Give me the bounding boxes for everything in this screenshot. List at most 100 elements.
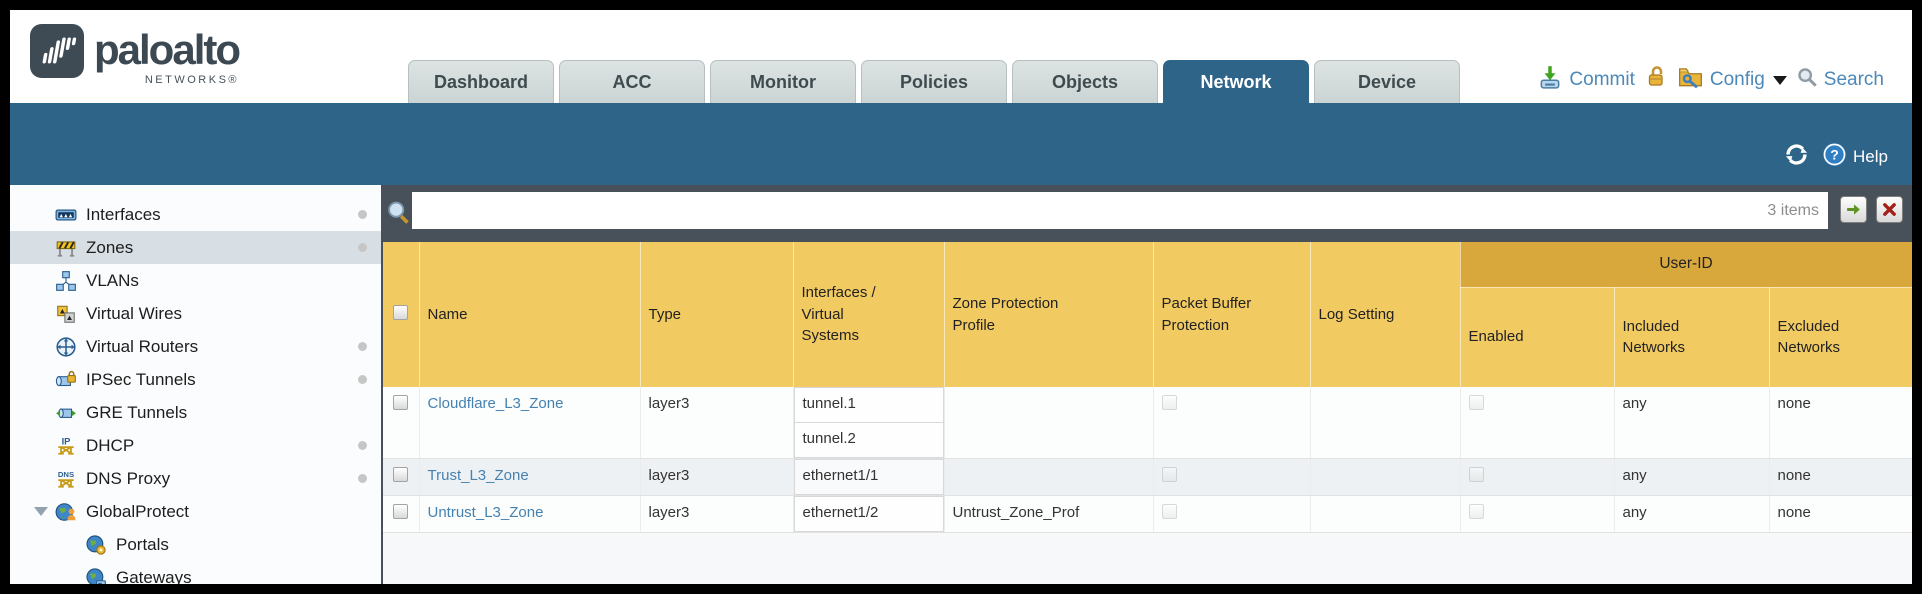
sidebar-item-virtual-routers[interactable]: Virtual Routers [10,330,381,363]
commit-label[interactable]: Commit [1569,69,1635,90]
filter-input-wrap: 3 items [412,192,1828,229]
sidebar-item-label: Portals [116,534,169,554]
sidebar-item-label: GRE Tunnels [86,402,188,422]
log-setting-cell [1310,387,1461,459]
help-label[interactable]: Help [1853,147,1888,166]
config-menu-button[interactable]: Config [1677,64,1787,96]
col-header-included-networks[interactable]: Included Networks [1614,287,1770,387]
apply-filter-button[interactable] [1840,196,1867,223]
zone-name-link[interactable]: Untrust_L3_Zone [427,504,544,521]
col-header-name[interactable]: Name [419,242,641,387]
user-id-enabled-checkbox[interactable] [1468,467,1484,482]
zone-name-link[interactable]: Trust_L3_Zone [427,467,529,484]
packet-buffer-protection-checkbox[interactable] [1161,504,1177,519]
packet-buffer-protection-checkbox[interactable] [1161,467,1177,482]
ipsec-tunnels-icon [54,369,78,391]
tab-network[interactable]: Network [1163,60,1309,103]
status-dot [358,210,367,219]
green-arrow-icon [1847,204,1860,215]
sidebar-item-gre-tunnels[interactable]: GRE Tunnels [10,396,381,429]
col-header-packet-buffer[interactable]: Packet Buffer Protection [1153,242,1311,387]
interface-entry: tunnel.2 [793,422,944,458]
status-dot [358,441,367,450]
logo-wordmark: paloalto [94,26,241,73]
sidebar-item-virtual-wires[interactable]: Virtual Wires [10,297,381,330]
sidebar-item-ipsec-tunnels[interactable]: IPSec Tunnels [10,363,381,396]
row-select-checkbox[interactable] [393,395,409,410]
sidebar-item-vlans[interactable]: VLANs [10,264,381,297]
log-setting-cell [1310,495,1461,533]
sidebar-item-gateways[interactable]: Gateways [10,561,381,584]
filter-search-icon [386,200,411,230]
tab-dashboard[interactable]: Dashboard [408,60,554,103]
col-header-interfaces[interactable]: Interfaces / Virtual Systems [793,242,945,387]
interfaces-icon [54,204,78,226]
clear-filter-button[interactable] [1876,196,1903,223]
filter-input[interactable] [412,192,1768,229]
tab-monitor[interactable]: Monitor [710,60,856,103]
svg-text:?: ? [1830,147,1839,163]
global-search-button[interactable]: Search [1796,66,1884,94]
included-networks-cell: any [1614,495,1770,533]
gateways-icon [84,567,108,584]
lock-icon[interactable] [1644,65,1668,95]
tab-device[interactable]: Device [1314,60,1460,103]
col-header-enabled[interactable]: Enabled [1460,287,1615,387]
sidebar-item-globalprotect[interactable]: GlobalProtect [10,495,381,528]
col-header-excluded-networks[interactable]: Excluded Networks [1769,287,1912,387]
sidebar-item-label: GlobalProtect [86,501,189,521]
col-header-zone-protection[interactable]: Zone Protection Profile [944,242,1154,387]
help-button[interactable]: ? Help [1822,142,1888,172]
row-select-cell [383,495,420,533]
zone-type-cell: layer3 [640,387,794,459]
sidebar-item-zones[interactable]: Zones [10,231,381,264]
zone-name-cell: Trust_L3_Zone [419,458,641,496]
sidebar-item-label: DHCP [86,435,135,455]
zone-type-cell: layer3 [640,495,794,533]
commit-button[interactable]: Commit [1537,64,1635,96]
teal-banner: ? Help [10,103,1912,185]
log-setting-cell [1310,458,1461,496]
sidebar-item-label: DNS Proxy [86,468,171,488]
tab-acc[interactable]: ACC [559,60,705,103]
col-header-log-setting[interactable]: Log Setting [1310,242,1461,387]
virtual-wires-icon [54,303,78,325]
search-label[interactable]: Search [1823,69,1884,90]
paloalto-logo: paloalto NETWORKS® [30,24,241,86]
zone-interfaces-cell: ethernet1/1 [793,458,945,496]
red-x-icon [1883,203,1896,216]
zones-table-wrap: Name Type Interfaces / Virtual Systems Z… [383,242,1912,533]
user-id-enabled-checkbox[interactable] [1468,395,1484,410]
user-id-group-header: User-ID [1460,242,1912,288]
tab-objects[interactable]: Objects [1012,60,1158,103]
sidebar-item-label: Virtual Routers [86,336,199,356]
logo-text: paloalto NETWORKS® [94,24,241,86]
col-header-type[interactable]: Type [640,242,794,387]
config-label[interactable]: Config [1709,69,1765,90]
sidebar-item-label: Zones [86,237,134,257]
config-icon [1677,64,1704,96]
select-all-checkbox[interactable] [393,305,409,320]
zone-name-link[interactable]: Cloudflare_L3_Zone [427,395,564,412]
expander-caret[interactable] [34,507,54,516]
sidebar-item-interfaces[interactable]: Interfaces [10,198,381,231]
packet-buffer-protection-checkbox[interactable] [1161,395,1177,410]
included-networks-cell: any [1614,387,1770,459]
refresh-icon[interactable] [1783,141,1810,173]
excluded-networks-cell: none [1769,495,1912,533]
commit-icon [1537,64,1563,96]
triangle-down-icon [34,507,48,516]
interface-entry: ethernet1/1 [793,459,944,495]
row-select-checkbox[interactable] [393,504,409,519]
sidebar-item-label: Gateways [116,567,192,585]
tab-policies[interactable]: Policies [861,60,1007,103]
row-select-checkbox[interactable] [393,467,409,482]
sidebar-item-portals[interactable]: Portals [10,528,381,561]
user-id-enabled-checkbox[interactable] [1468,504,1484,519]
